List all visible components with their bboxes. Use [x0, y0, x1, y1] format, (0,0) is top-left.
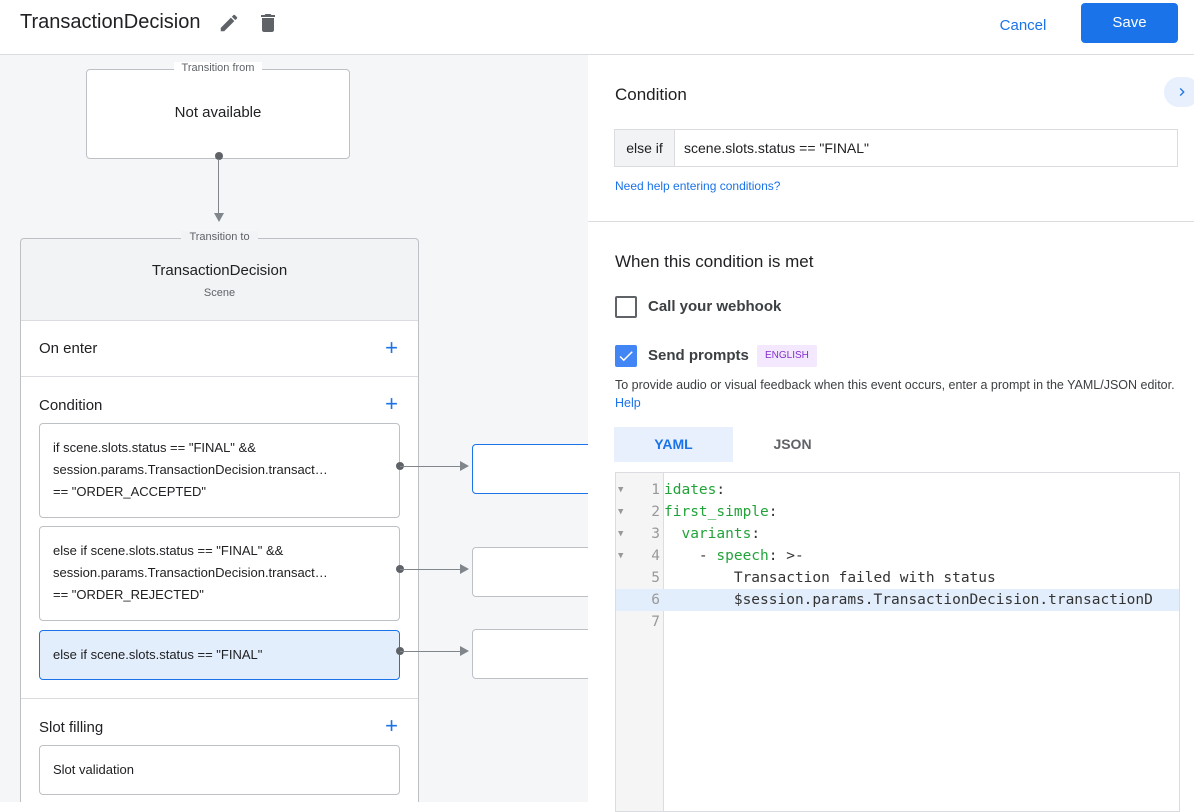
prompt-description: To provide audio or visual feedback when…	[615, 376, 1175, 412]
condition-section: Condition + if scene.slots.status == "FI…	[21, 376, 418, 698]
condition-text: session.params.TransactionDecision.trans…	[53, 565, 328, 580]
condition-label: Condition	[39, 397, 103, 414]
condition-text: else if scene.slots.status == "FINAL"	[53, 647, 263, 662]
header: TransactionDecision Cancel Save	[0, 0, 1194, 55]
cancel-button[interactable]: Cancel	[999, 17, 1047, 34]
transition-to-legend: Transition to	[181, 231, 258, 243]
condition-title: Condition	[615, 85, 687, 104]
send-prompts-label: Send prompts	[648, 347, 749, 364]
chevron-right-icon	[1179, 88, 1185, 96]
send-prompts-checkbox[interactable]	[615, 345, 637, 367]
code-text: variants:	[681, 526, 761, 542]
on-enter-section[interactable]: On enter +	[21, 320, 418, 376]
transition-target-box[interactable]	[472, 444, 588, 494]
webhook-label: Call your webhook	[648, 298, 782, 315]
code-line[interactable]: 5 Transaction failed with status	[616, 567, 1179, 589]
help-entering-conditions-link[interactable]: Need help entering conditions?	[615, 179, 781, 193]
help-link[interactable]: Help	[615, 396, 641, 410]
condition-input[interactable]: scene.slots.status == "FINAL"	[684, 140, 870, 156]
line-number: 2	[651, 504, 660, 520]
connector-dot	[215, 152, 223, 160]
arrow-head-icon	[214, 213, 224, 222]
code-text: idates:	[664, 482, 726, 498]
condition-prefix: else if	[615, 130, 675, 166]
slot-filling-section: Slot filling + Slot validation	[21, 698, 418, 802]
condition-panel: Condition else if scene.slots.status == …	[588, 55, 1194, 812]
line-number: 7	[651, 614, 660, 630]
language-badge: ENGLISH	[757, 345, 817, 367]
transition-from-legend: Transition from	[173, 62, 263, 74]
on-enter-label: On enter	[39, 340, 98, 357]
transition-target-box[interactable]	[472, 547, 588, 597]
scene-type: Scene	[203, 287, 236, 299]
tab-yaml[interactable]: YAML	[614, 427, 733, 462]
line-number: 1	[651, 482, 660, 498]
code-text: - speech: >-	[664, 548, 804, 564]
transition-target-box[interactable]	[472, 629, 588, 679]
arrow-head-icon	[460, 646, 469, 656]
checkmark-icon	[619, 351, 633, 362]
divider	[588, 221, 1194, 222]
code-line[interactable]: 6 $session.params.TransactionDecision.tr…	[616, 589, 1179, 611]
code-text: first_simple:	[664, 504, 778, 520]
connector-line	[400, 569, 462, 570]
line-number: 3	[651, 526, 660, 542]
code-line[interactable]: 7	[616, 611, 1179, 633]
condition-field[interactable]: else if scene.slots.status == "FINAL"	[614, 129, 1178, 167]
arrow-head-icon	[460, 461, 469, 471]
condition-text: == "ORDER_REJECTED"	[53, 587, 204, 602]
add-slot-icon[interactable]: +	[385, 713, 398, 738]
delete-icon[interactable]	[256, 10, 280, 36]
slot-validation-label: Slot validation	[53, 762, 134, 777]
slot-validation-item[interactable]: Slot validation	[39, 745, 400, 795]
connector-line	[400, 651, 462, 652]
code-text: $session.params.TransactionDecision.tran…	[733, 592, 1153, 608]
line-number: 6	[651, 592, 660, 608]
add-on-enter-icon[interactable]: +	[385, 335, 398, 360]
webhook-checkbox[interactable]	[615, 296, 637, 318]
edit-icon[interactable]	[218, 12, 240, 34]
condition-text: session.params.TransactionDecision.trans…	[53, 462, 328, 477]
connector-line	[218, 159, 219, 215]
arrow-head-icon	[460, 564, 469, 574]
add-condition-icon[interactable]: +	[385, 391, 398, 416]
slot-filling-label: Slot filling	[39, 719, 104, 736]
scene-name[interactable]: TransactionDecision	[151, 262, 288, 279]
transition-from-value: Not available	[174, 104, 262, 121]
code-line[interactable]: ▼ 4 - speech: >-	[616, 545, 1179, 567]
condition-item[interactable]: else if scene.slots.status == "FINAL" &&…	[39, 526, 400, 621]
prompt-description-text: To provide audio or visual feedback when…	[615, 378, 1175, 392]
condition-text: == "ORDER_ACCEPTED"	[53, 484, 206, 499]
save-button[interactable]: Save	[1081, 3, 1178, 43]
flow-canvas: Transition from Not available Transition…	[0, 55, 588, 802]
editor-gutter	[616, 473, 664, 811]
page-title: TransactionDecision	[20, 11, 201, 33]
collapse-panel-button[interactable]	[1164, 77, 1194, 107]
tab-json[interactable]: JSON	[773, 436, 812, 452]
fold-arrow-icon[interactable]: ▼	[618, 529, 624, 539]
condition-text: if scene.slots.status == "FINAL" &&	[53, 440, 256, 455]
condition-item-selected[interactable]: else if scene.slots.status == "FINAL"	[39, 630, 400, 680]
condition-text: else if scene.slots.status == "FINAL" &&	[53, 543, 284, 558]
fold-arrow-icon[interactable]: ▼	[618, 507, 624, 517]
fold-arrow-icon[interactable]: ▼	[618, 551, 624, 561]
when-condition-met-title: When this condition is met	[615, 252, 814, 271]
code-line[interactable]: ▼ 3 variants:	[616, 523, 1179, 545]
transition-from-box: Transition from Not available	[86, 62, 350, 159]
line-number: 4	[651, 548, 660, 564]
fold-arrow-icon[interactable]: ▼	[618, 485, 624, 495]
line-number: 5	[651, 570, 660, 586]
code-text: Transaction failed with status	[733, 570, 996, 586]
condition-item[interactable]: if scene.slots.status == "FINAL" && sess…	[39, 423, 400, 518]
scene-box: Transition to TransactionDecision Scene …	[20, 231, 419, 802]
connector-line	[400, 466, 462, 467]
